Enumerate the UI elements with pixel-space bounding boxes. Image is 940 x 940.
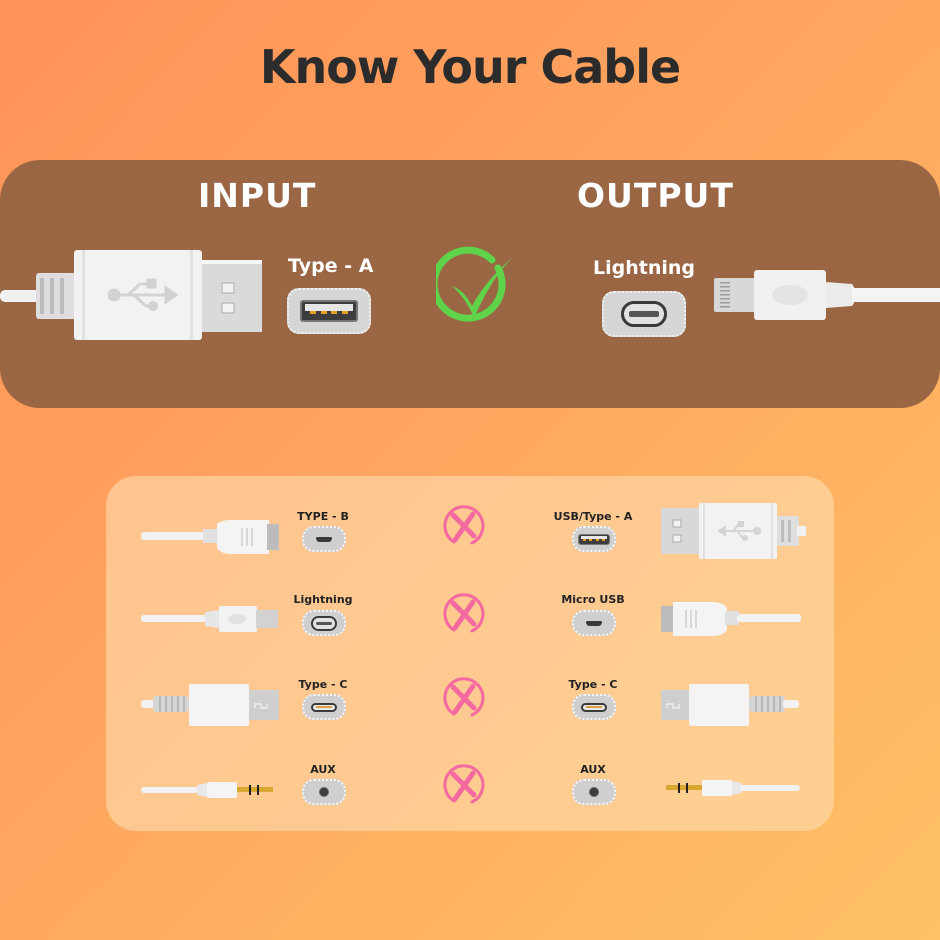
input-header: INPUT (198, 176, 317, 215)
input-port-label: Type - A (288, 255, 374, 277)
usb-a-port-icon (287, 288, 371, 334)
usb-a-port-icon (572, 526, 616, 552)
micro-usb-port-icon (572, 610, 616, 636)
row1-right-label: USB/Type - A (553, 510, 633, 523)
incompatible-panel: TYPE - B USB/Type - A Lightning Micro US… (106, 476, 834, 831)
row3-left-label: Type - C (298, 678, 348, 691)
usb-c-port-icon (572, 694, 616, 720)
type-b-cable-icon (141, 520, 279, 554)
row4-left-label: AUX (310, 763, 336, 776)
lightning-port-icon (602, 291, 686, 337)
aux-port-icon (302, 779, 346, 805)
row4-right-label: AUX (580, 763, 606, 776)
row3-right-label: Type - C (568, 678, 618, 691)
aux-cable-icon (666, 780, 800, 796)
aux-port-icon (572, 779, 616, 805)
micro-usb-port-icon (302, 526, 346, 552)
x-circle-icon (443, 677, 485, 717)
x-circle-icon (443, 593, 485, 633)
compatible-panel: INPUT OUTPUT Type - A Lightning (0, 160, 940, 408)
type-c-cable-icon (661, 684, 799, 726)
x-circle-icon (443, 505, 485, 545)
aux-cable-icon (141, 782, 273, 798)
output-header: OUTPUT (577, 176, 734, 215)
x-circle-icon (443, 764, 485, 804)
lightning-port-icon (302, 610, 346, 636)
usb-a-cable-icon (0, 250, 262, 340)
row2-right-label: Micro USB (561, 593, 625, 606)
lightning-cable-icon (714, 270, 940, 320)
check-circle-icon (436, 246, 522, 322)
micro-usb-cable-icon (661, 602, 801, 636)
usb-a-cable-icon (661, 503, 806, 559)
row1-left-label: TYPE - B (297, 510, 349, 523)
row2-left-label: Lightning (293, 593, 353, 606)
page-title: Know Your Cable (259, 40, 681, 94)
lightning-cable-icon (141, 606, 278, 632)
usb-c-port-icon (302, 694, 346, 720)
output-port-label: Lightning (593, 257, 695, 279)
type-c-cable-icon (141, 684, 279, 726)
